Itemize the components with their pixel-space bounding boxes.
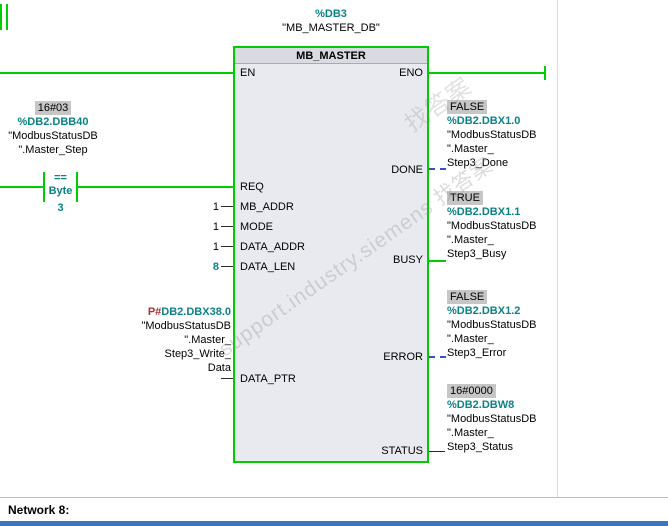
pointer-prefix: P# [147,306,162,318]
operand-symbol-line: Step3_Status [447,441,514,453]
operand-address: %DB2.DBX1.2 [447,305,521,317]
pin-req: REQ [240,181,264,193]
pointer-address: DB2.DBX38.0 [161,306,231,318]
bottom-scroll-bar[interactable] [0,521,668,526]
monitor-value: 16#0000 [447,384,537,398]
done-operand[interactable]: FALSE %DB2.DBX1.0 "ModbusStatusDB ".Mast… [447,100,537,170]
data-len-value[interactable]: 8 [212,261,219,273]
wire-error-false [429,356,446,358]
operand-symbol-line: ".Master_ [447,427,494,439]
operand-symbol-line: ".Master_ [447,234,494,246]
network-divider [0,497,668,498]
operand-symbol-line: Step3_Done [447,157,509,169]
pin-error: ERROR [383,351,423,363]
pin-data-ptr: DATA_PTR [240,373,296,385]
monitor-value-chip: 16#03 [34,101,72,115]
mb-addr-value[interactable]: 1 [212,201,219,213]
pin-busy: BUSY [393,254,423,266]
editor-vertical-divider [557,0,558,497]
pin-data-addr: DATA_ADDR [240,241,305,253]
operand-address: %DB2.DBB40 [17,116,89,128]
mode-value[interactable]: 1 [212,221,219,233]
operand-symbol-line: Step3_Busy [447,248,507,260]
operand-address: %DB2.DBX1.0 [447,115,521,127]
operand-symbol-line: ".Master_ [184,334,231,346]
pin-en: EN [240,67,256,79]
wire-busy-true [429,260,446,262]
operand-symbol-line: "ModbusStatusDB [447,319,537,331]
monitor-value-chip: FALSE [447,100,488,114]
pointer-constant: P#DB2.DBX38.0 [141,305,231,319]
wire-done-false [429,168,446,170]
wire-en [0,72,233,74]
stub-data-ptr [221,378,233,379]
compare-contact-bar-right[interactable] [76,172,78,202]
operand-symbol-line: "ModbusStatusDB [8,130,98,142]
instance-db-name[interactable]: "MB_MASTER_DB" [282,22,380,34]
block-title: MB_MASTER [235,48,427,64]
data-addr-value[interactable]: 1 [212,241,219,253]
wire-eno-end-tick [544,66,546,80]
pin-data-len: DATA_LEN [240,261,296,273]
operand-symbol-line: ".Master_Step [18,144,88,156]
wire-req-right [78,186,233,188]
pin-status: STATUS [381,445,423,457]
compare-contact-bar-left[interactable] [43,172,45,202]
operand-symbol-line: "ModbusStatusDB [447,129,537,141]
operand-symbol-line: ".Master_ [447,333,494,345]
instance-db-address[interactable]: %DB3 [315,8,347,20]
operand-symbol-line: Step3_Error [447,347,507,359]
network-title[interactable]: Network 8: [8,503,70,517]
wire-req-left [0,186,43,188]
monitor-value-chip: FALSE [447,290,488,304]
status-operand[interactable]: 16#0000 %DB2.DBW8 "ModbusStatusDB ".Mast… [447,384,537,454]
wire-status [429,451,445,452]
stub-mb-addr [221,206,233,207]
pin-mb-addr: MB_ADDR [240,201,294,213]
monitor-value-chip: TRUE [447,191,483,205]
operand-symbol-line: ".Master_ [447,143,494,155]
req-source-operand[interactable]: 16#03 %DB2.DBB40 "ModbusStatusDB ".Maste… [0,101,106,157]
stub-mode [221,226,233,227]
wire-eno [429,72,545,74]
compare-operator[interactable]: == [54,172,67,184]
operand-address: %DB2.DBX1.1 [447,206,521,218]
stub-data-len [221,266,233,267]
operand-symbol-line: "ModbusStatusDB [447,220,537,232]
operand-symbol-line: "ModbusStatusDB [141,320,231,332]
operand-address: %DB2.DBW8 [447,399,515,411]
busy-operand[interactable]: TRUE %DB2.DBX1.1 "ModbusStatusDB ".Maste… [447,191,537,261]
error-operand[interactable]: FALSE %DB2.DBX1.2 "ModbusStatusDB ".Mast… [447,290,537,360]
pin-mode: MODE [240,221,273,233]
pin-done: DONE [391,164,423,176]
monitor-value: TRUE [447,191,537,205]
operand-symbol-line: Step3_Write_ [164,348,231,360]
operand-symbol-line: "ModbusStatusDB [447,413,537,425]
mb-master-block[interactable]: MB_MASTER [233,46,429,463]
monitor-value: FALSE [447,290,537,304]
monitor-value: FALSE [447,100,537,114]
power-rail-segment [0,4,2,30]
operand-symbol-line: Data [207,362,231,374]
compare-type[interactable]: Byte [48,185,73,197]
power-rail-segment [6,4,8,30]
compare-value[interactable]: 3 [57,202,64,214]
monitor-value-chip: 16#0000 [447,384,496,398]
stub-data-addr [221,246,233,247]
monitor-value: 16#03 [0,101,106,115]
pin-eno: ENO [399,67,423,79]
data-ptr-operand[interactable]: P#DB2.DBX38.0 "ModbusStatusDB ".Master_ … [141,305,231,375]
